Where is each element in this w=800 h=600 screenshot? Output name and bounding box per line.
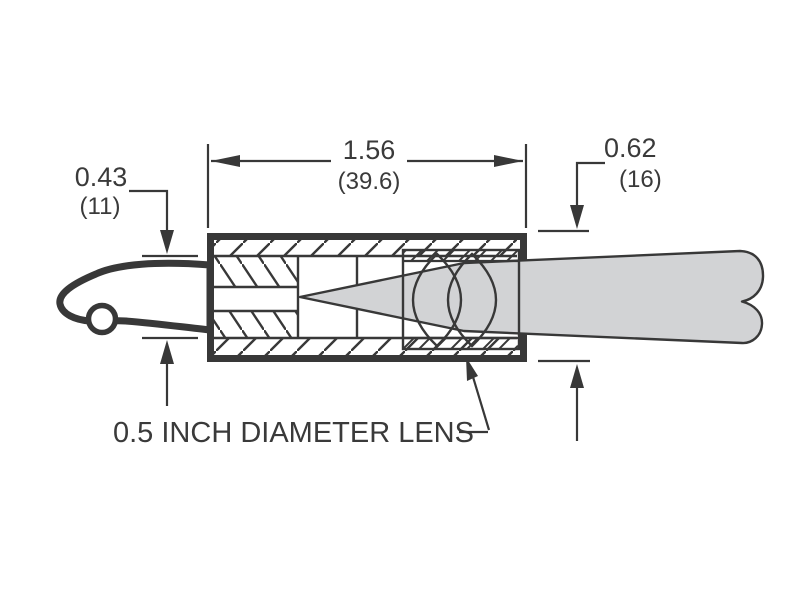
lens-label: 0.5 INCH DIAMETER LENS [113,417,474,449]
cable-end-face [85,302,119,336]
arrowhead-up [160,340,174,364]
leader-line [575,161,605,207]
dimension-outer-diameter: 0.62 (16) [538,133,662,441]
light-beam [298,249,765,345]
dimension-cable-diameter: 0.43 (11) [75,162,198,406]
lens-callout: 0.5 INCH DIAMETER LENS [113,357,491,449]
length-metric: (39.6) [338,168,401,195]
outer-diameter-inches: 0.62 [604,133,657,163]
arrowhead-down [160,230,174,254]
arrowhead-left [211,155,240,167]
lens-element-front [411,252,463,348]
lens-cell [401,248,521,351]
lens-cell-bottom-wall-hatch [403,338,519,349]
arrowhead-down [570,205,584,229]
ferrule-hatch-bottom [213,311,298,338]
ferrule-hatch-top [213,256,298,287]
dimension-length: 1.56 (39.6) [206,135,528,228]
leader-arrowhead [466,357,478,381]
housing-body [207,233,527,362]
lens-element-rear [446,252,498,348]
length-inches: 1.56 [343,135,396,165]
leader-line [129,189,169,232]
outer-diameter-metric: (16) [619,166,662,193]
arrowhead-up [570,364,584,388]
fiber-cable [56,259,214,336]
arrowhead-right [494,155,523,167]
lens-cell-top-wall-hatch [403,250,519,261]
cable-diameter-metric: (11) [80,193,121,220]
cable-diameter-inches: 0.43 [75,162,128,192]
